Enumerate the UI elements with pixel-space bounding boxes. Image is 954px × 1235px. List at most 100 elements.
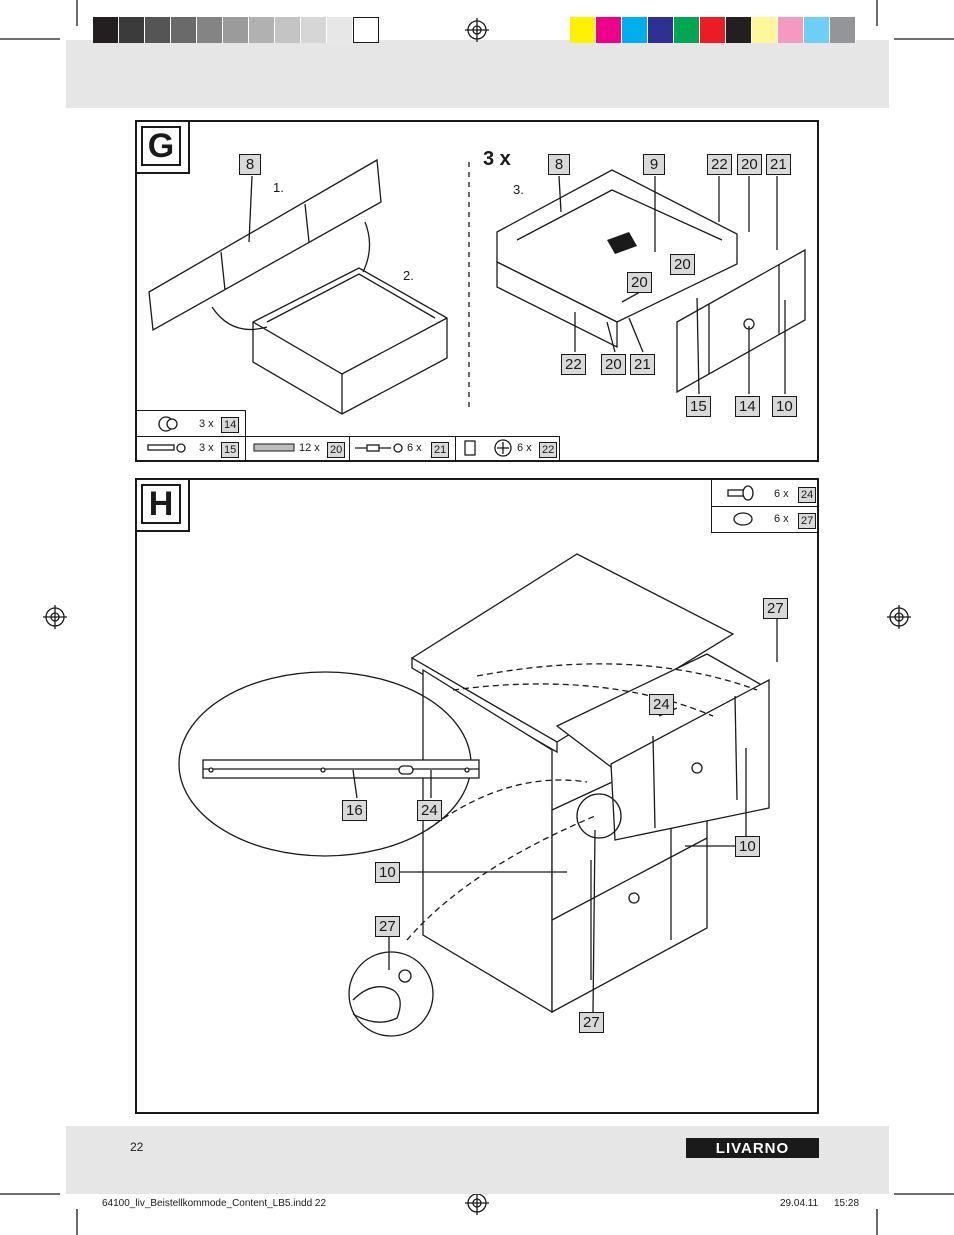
print-date: 29.04.11 — [780, 1198, 819, 1209]
part-callout: 20 — [737, 154, 762, 175]
color-swatch — [648, 17, 674, 43]
color-swatch — [171, 17, 197, 43]
color-swatch — [145, 17, 171, 43]
parts-cell: 12 x 20 — [245, 436, 350, 460]
arrow-icon — [362, 221, 371, 273]
repeat-multiplier: 3 x — [483, 148, 511, 170]
step-h-panel: H 6 x 24 6 x 27 — [135, 478, 819, 1114]
step-letter: H — [141, 484, 181, 524]
part-callout: 8 — [239, 154, 261, 175]
process-color-bar — [570, 17, 856, 43]
part-callout: 22 — [707, 154, 732, 175]
step-letter: G — [141, 126, 181, 166]
part-quantity: 3 x — [199, 442, 214, 454]
part-callout: 27 — [375, 916, 400, 937]
drawer-frame — [252, 267, 448, 415]
part-quantity: 12 x — [299, 442, 320, 454]
part-quantity: 6 x — [774, 513, 789, 525]
part-callout: 21 — [766, 154, 791, 175]
color-swatch — [249, 17, 275, 43]
part-quantity: 6 x — [774, 488, 789, 500]
color-swatch — [726, 17, 752, 43]
part-callout: 10 — [375, 862, 400, 883]
parts-table: 6 x 24 6 x 27 — [711, 480, 818, 533]
part-quantity: 6 x — [517, 442, 532, 454]
part-callout: 20 — [670, 254, 695, 275]
bottom-band — [66, 1126, 889, 1194]
part-number: 15 — [221, 442, 240, 458]
color-swatch — [275, 17, 301, 43]
arrow-icon — [211, 306, 268, 331]
color-swatch — [700, 17, 726, 43]
direction-arrow-icon — [607, 232, 637, 254]
knob-icon — [158, 416, 178, 432]
cam-bolt-icon — [355, 443, 403, 453]
grayscale-color-bar — [93, 17, 379, 43]
drawer-side-panels — [148, 158, 382, 332]
part-quantity: 3 x — [199, 418, 214, 430]
part-number: 22 — [539, 442, 558, 458]
part-number: 20 — [327, 442, 346, 458]
registration-mark-icon — [43, 18, 911, 1215]
part-callout: 9 — [643, 154, 665, 175]
part-callout: 8 — [548, 154, 570, 175]
part-callout: 16 — [342, 800, 367, 821]
print-time: 15:28 — [834, 1198, 860, 1209]
part-callout: 14 — [735, 396, 760, 417]
cap-icon — [398, 969, 412, 983]
part-quantity: 6 x — [407, 442, 422, 454]
color-swatch — [778, 17, 804, 43]
color-swatch — [830, 17, 856, 43]
color-swatch — [804, 17, 830, 43]
dowel-icon — [253, 443, 295, 452]
sub-step-label: 3. — [513, 182, 524, 197]
step-g-panel: G — [135, 120, 819, 462]
screw-icon — [727, 485, 754, 501]
color-swatch — [93, 17, 119, 43]
color-swatch — [596, 17, 622, 43]
hand-detail — [348, 815, 596, 1037]
parts-row — [137, 436, 559, 461]
part-callout: 21 — [630, 354, 655, 375]
cabinet — [410, 553, 735, 1014]
brand-logo: LIVARNO — [686, 1138, 819, 1158]
part-callout: 24 — [649, 694, 674, 715]
parts-cell: 6 x 21 — [349, 436, 456, 460]
sub-step-label: 1. — [273, 180, 284, 195]
part-callout: 20 — [601, 354, 626, 375]
color-swatch — [674, 17, 700, 43]
cap-icon — [733, 512, 753, 526]
part-callout: 22 — [561, 354, 586, 375]
color-swatch — [353, 17, 379, 43]
color-swatch — [752, 17, 778, 43]
part-callout: 15 — [686, 396, 711, 417]
sub-step-label: 2. — [403, 268, 414, 283]
part-number: 14 — [221, 417, 240, 433]
part-callout: 10 — [772, 396, 797, 417]
drawer-assembly — [496, 169, 806, 394]
screw-icon — [147, 443, 186, 453]
parts-cell: 3 x 14 — [137, 410, 246, 437]
color-swatch — [301, 17, 327, 43]
part-number: 21 — [431, 442, 450, 458]
step-h-illustration — [178, 553, 778, 1037]
part-callout: 10 — [735, 836, 760, 857]
color-swatch — [327, 17, 353, 43]
color-swatch — [197, 17, 223, 43]
part-number: 27 — [798, 513, 817, 529]
top-band — [66, 40, 889, 108]
color-swatch — [119, 17, 145, 43]
part-callout: 27 — [763, 598, 788, 619]
knob-icon — [691, 762, 703, 774]
cam-lock-icon — [464, 439, 512, 457]
parts-cell: 3 x 15 — [137, 436, 246, 460]
color-swatch — [570, 17, 596, 43]
parts-cell: 6 x 22 — [455, 436, 560, 460]
color-swatch — [223, 17, 249, 43]
file-name: 64100_liv_Beistellkommode_Content_LB5.in… — [102, 1198, 327, 1209]
color-swatch — [622, 17, 648, 43]
part-callout: 20 — [627, 272, 652, 293]
part-number: 24 — [798, 487, 817, 503]
knob-icon — [628, 892, 640, 904]
